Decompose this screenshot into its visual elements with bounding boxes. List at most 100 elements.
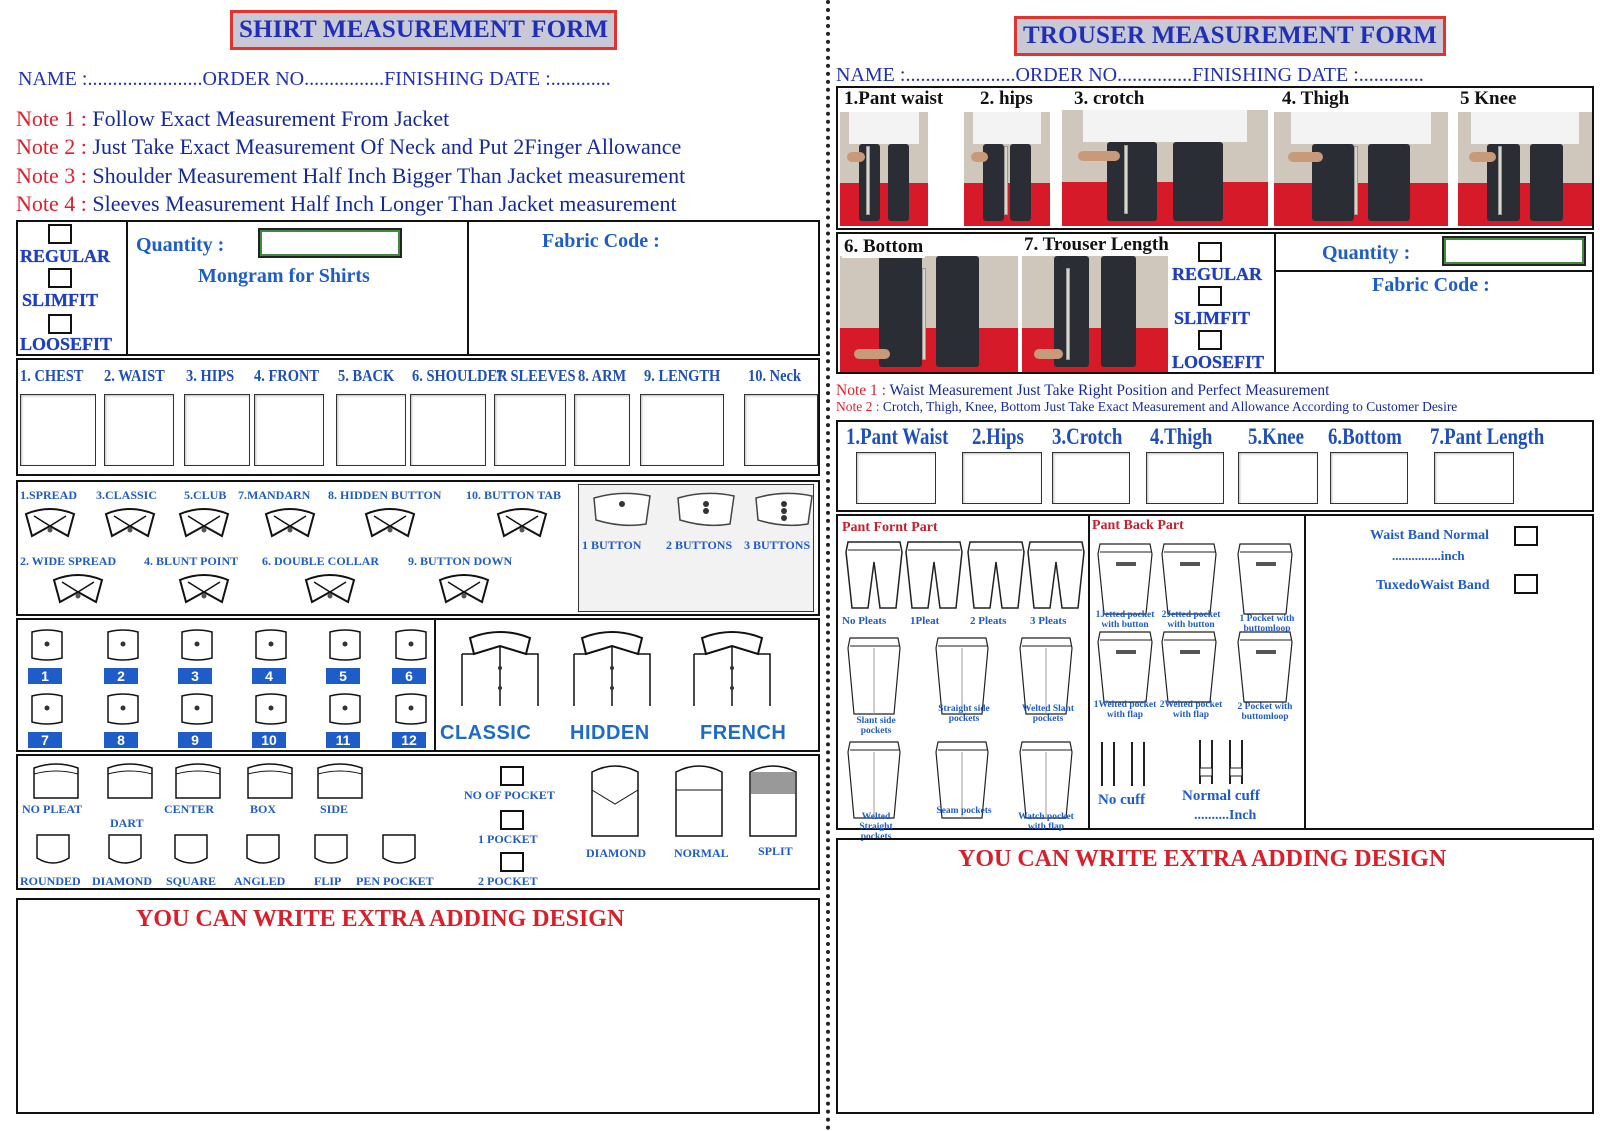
trouser-measure-input[interactable]: [1434, 452, 1514, 504]
yoke-style-label: SPLIT: [758, 844, 793, 858]
pleat-style-label: DART: [110, 816, 144, 830]
pant-parts-section: [836, 514, 1594, 830]
waist-band-normal-checkbox[interactable]: [1514, 526, 1538, 546]
trouser-measurements-section: [836, 420, 1594, 512]
front-pocket-label: Seam pockets: [936, 806, 992, 816]
shirt-measure-input[interactable]: [254, 394, 324, 466]
trouser-slim-checkbox[interactable]: [1198, 286, 1222, 306]
pocket-style-label: ANGLED: [234, 874, 286, 888]
cuff-number: 10: [252, 732, 286, 748]
trouser-quantity-input[interactable]: [1442, 236, 1586, 266]
trouser-measure-input[interactable]: [962, 452, 1042, 504]
pocket-count-checkbox[interactable]: [500, 852, 524, 872]
front-pleat-label: 1Pleat: [910, 615, 940, 627]
pocket-style-icon: [108, 834, 142, 864]
shirt-measure-input[interactable]: [336, 394, 406, 466]
trouser-measure-input[interactable]: [1052, 452, 1130, 504]
shirt-collar-section: [16, 480, 820, 616]
pleat-style-label: NO PLEAT: [22, 802, 83, 816]
shirt-cuff-icon: [107, 693, 139, 725]
pant-back-title: Pant Back Part: [1092, 518, 1184, 533]
back-pleat-icon: [317, 763, 363, 799]
cuff-number: 11: [326, 732, 360, 748]
shirt-form-title: SHIRT MEASUREMENT FORM: [230, 10, 618, 50]
no-cuff-icon: [1101, 742, 1145, 786]
collar-style-label: 8. HIDDEN BUTTON: [328, 488, 442, 502]
photo-label: 5 Knee: [1458, 88, 1519, 110]
shirt-cuff-icon: [31, 629, 63, 661]
pocket-style-label: FLIP: [314, 874, 342, 888]
collar-style-label: 10. BUTTON TAB: [466, 488, 562, 502]
normal-cuff-label: Normal cuff: [1182, 788, 1260, 804]
shirt-measure-label: 6. SHOULDER: [412, 366, 508, 385]
trouser-measure-label: 6.Bottom: [1328, 424, 1402, 449]
loose-fit-checkbox[interactable]: [48, 314, 72, 334]
shirt-cuff-icon: [107, 629, 139, 661]
tuxedo-waist-band-checkbox[interactable]: [1514, 574, 1538, 594]
regular-fit-checkbox[interactable]: [48, 224, 72, 244]
measurement-photo: [1274, 112, 1448, 226]
no-cuff-label: No cuff: [1098, 792, 1146, 808]
shirt-measurements-section: [16, 358, 820, 476]
shirt-measure-label: 8. ARM: [578, 366, 627, 385]
shirt-measure-input[interactable]: [20, 394, 96, 466]
cuff-button-icon: [677, 492, 735, 527]
shirt-fabric-code-label: Fabric Code :: [542, 230, 660, 252]
placket-icon: [693, 631, 771, 706]
collar-style-label: 9. BUTTON DOWN: [408, 554, 513, 568]
shirt-measure-input[interactable]: [184, 394, 250, 466]
shirt-measure-input[interactable]: [494, 394, 566, 466]
trouser-fabric-code-label: Fabric Code :: [1372, 274, 1490, 296]
pleat-style-label: SIDE: [320, 802, 349, 816]
back-pleat-icon: [33, 763, 79, 799]
pant-front-title: Pant Fornt Part: [842, 520, 938, 535]
trouser-extra-design-title: YOU CAN WRITE EXTRA ADDING DESIGN: [958, 846, 1447, 872]
trouser-extra-design-box[interactable]: [836, 838, 1594, 1114]
shirt-measure-input[interactable]: [410, 394, 486, 466]
front-pocket-label: Welted Straight pockets: [859, 812, 893, 842]
back-pocket-label: 2Jetted pocket with button: [1161, 610, 1221, 630]
shirt-quantity-input[interactable]: [258, 228, 402, 258]
back-pocket-icon: [1097, 543, 1153, 615]
cuff-number: 7: [28, 732, 62, 748]
back-pocket-icon: [1097, 631, 1153, 703]
shirt-measure-input[interactable]: [574, 394, 630, 466]
photo-label: 7. Trouser Length: [1022, 234, 1171, 256]
front-pocket-icon: [1019, 741, 1073, 819]
shirt-extra-design-box[interactable]: [16, 898, 820, 1114]
back-pleat-icon: [175, 763, 221, 799]
shirt-measure-input[interactable]: [744, 394, 818, 466]
shirt-extra-design-title: YOU CAN WRITE EXTRA ADDING DESIGN: [136, 906, 625, 932]
pocket-count-checkbox[interactable]: [500, 810, 524, 830]
collar-icon: [304, 574, 356, 604]
photo-label: 3. crotch: [1072, 88, 1147, 110]
pocket-count-checkbox[interactable]: [500, 766, 524, 786]
trouser-measure-input[interactable]: [1146, 452, 1224, 504]
shirt-measure-input[interactable]: [104, 394, 174, 466]
collar-icon: [178, 508, 230, 538]
tuxedo-waist-band-label: TuxedoWaist Band: [1376, 578, 1490, 593]
trouser-regular-label: REGULAR: [1172, 264, 1263, 284]
collar-style-label: 1.SPREAD: [20, 488, 78, 502]
front-pocket-icon: [1019, 637, 1073, 715]
collar-icon: [264, 508, 316, 538]
back-pocket-icon: [1161, 543, 1217, 615]
back-pleat-icon: [107, 763, 153, 799]
trouser-measure-label: 1.Pant Waist: [846, 424, 949, 449]
cuff-button-icon: [755, 492, 813, 527]
trouser-measure-label: 2.Hips: [972, 424, 1024, 449]
front-pocket-label: Welted Slant pockets: [1022, 704, 1074, 724]
back-pocket-label: 1 Pocket with buttomloop: [1239, 614, 1295, 634]
slim-fit-checkbox[interactable]: [48, 268, 72, 288]
front-pleat-label: 3 Pleats: [1030, 615, 1067, 627]
trouser-measure-input[interactable]: [1238, 452, 1318, 504]
button-count-label: 3 BUTTONS: [744, 538, 811, 552]
trouser-form-title: TROUSER MEASUREMENT FORM: [1014, 16, 1447, 56]
shirt-measure-input[interactable]: [640, 394, 724, 466]
trouser-loose-checkbox[interactable]: [1198, 330, 1222, 350]
shirt-cuff-icon: [255, 629, 287, 661]
pleat-pocket-section: [16, 754, 820, 890]
trouser-measure-input[interactable]: [1330, 452, 1408, 504]
trouser-measure-input[interactable]: [856, 452, 936, 504]
trouser-regular-checkbox[interactable]: [1198, 242, 1222, 262]
